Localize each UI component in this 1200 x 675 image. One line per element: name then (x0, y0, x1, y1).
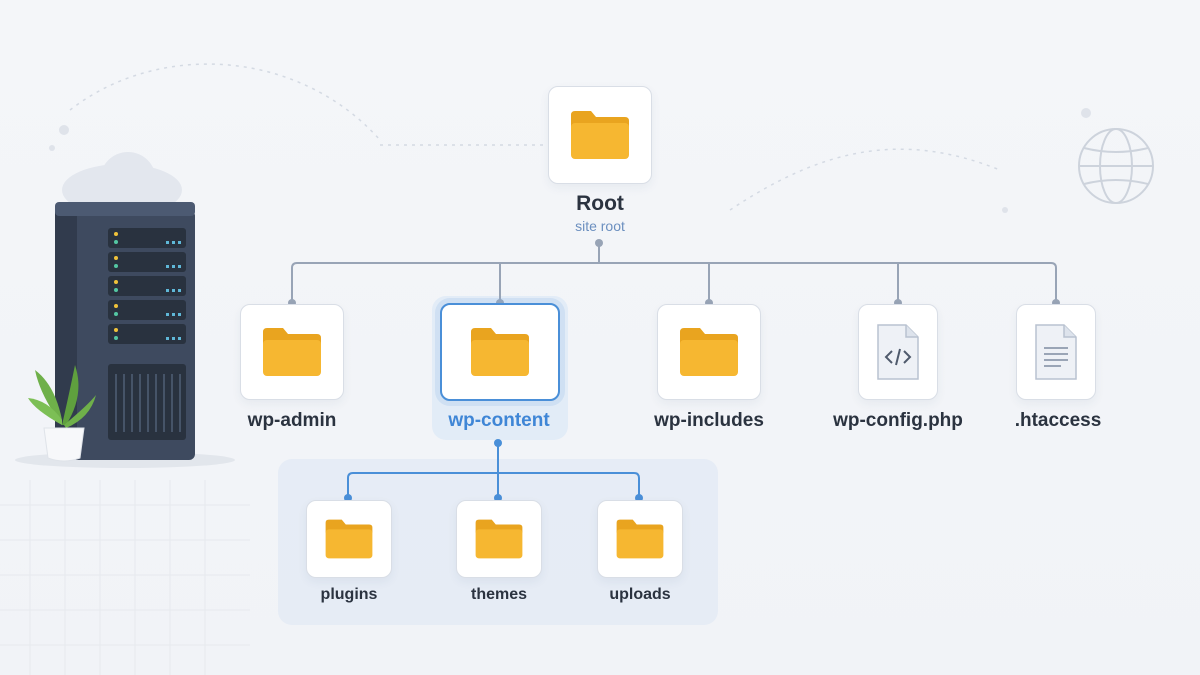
themes-folder-node[interactable] (456, 500, 542, 578)
themes-label: themes (470, 586, 528, 603)
wp-content-label: wp-content (448, 410, 550, 431)
wp-includes-folder-node[interactable] (657, 304, 761, 400)
wp-admin-folder-node[interactable] (240, 304, 344, 400)
folder-icon (475, 519, 523, 559)
plugins-label: plugins (320, 586, 378, 603)
uploads-label: uploads (609, 586, 671, 603)
folder-icon (680, 328, 738, 376)
htaccess-label: .htaccess (1014, 410, 1102, 431)
wp-config-file-node[interactable] (858, 304, 938, 400)
folder-icon (263, 328, 321, 376)
root-folder-node[interactable] (548, 86, 652, 184)
folder-icon (616, 519, 664, 559)
code-file-icon (877, 324, 919, 380)
wp-admin-label: wp-admin (247, 410, 337, 431)
plugins-folder-node[interactable] (306, 500, 392, 578)
folder-icon (571, 111, 629, 159)
root-subtitle: site root (575, 218, 625, 234)
root-title: Root (576, 192, 624, 215)
wp-config-label: wp-config.php (833, 410, 963, 431)
htaccess-file-node[interactable] (1016, 304, 1096, 400)
folder-icon (471, 328, 529, 376)
wp-content-folder-node[interactable] (440, 303, 560, 401)
folder-icon (325, 519, 373, 559)
wp-includes-label: wp-includes (654, 410, 764, 431)
uploads-folder-node[interactable] (597, 500, 683, 578)
text-file-icon (1035, 324, 1077, 380)
plant-icon (28, 365, 96, 462)
